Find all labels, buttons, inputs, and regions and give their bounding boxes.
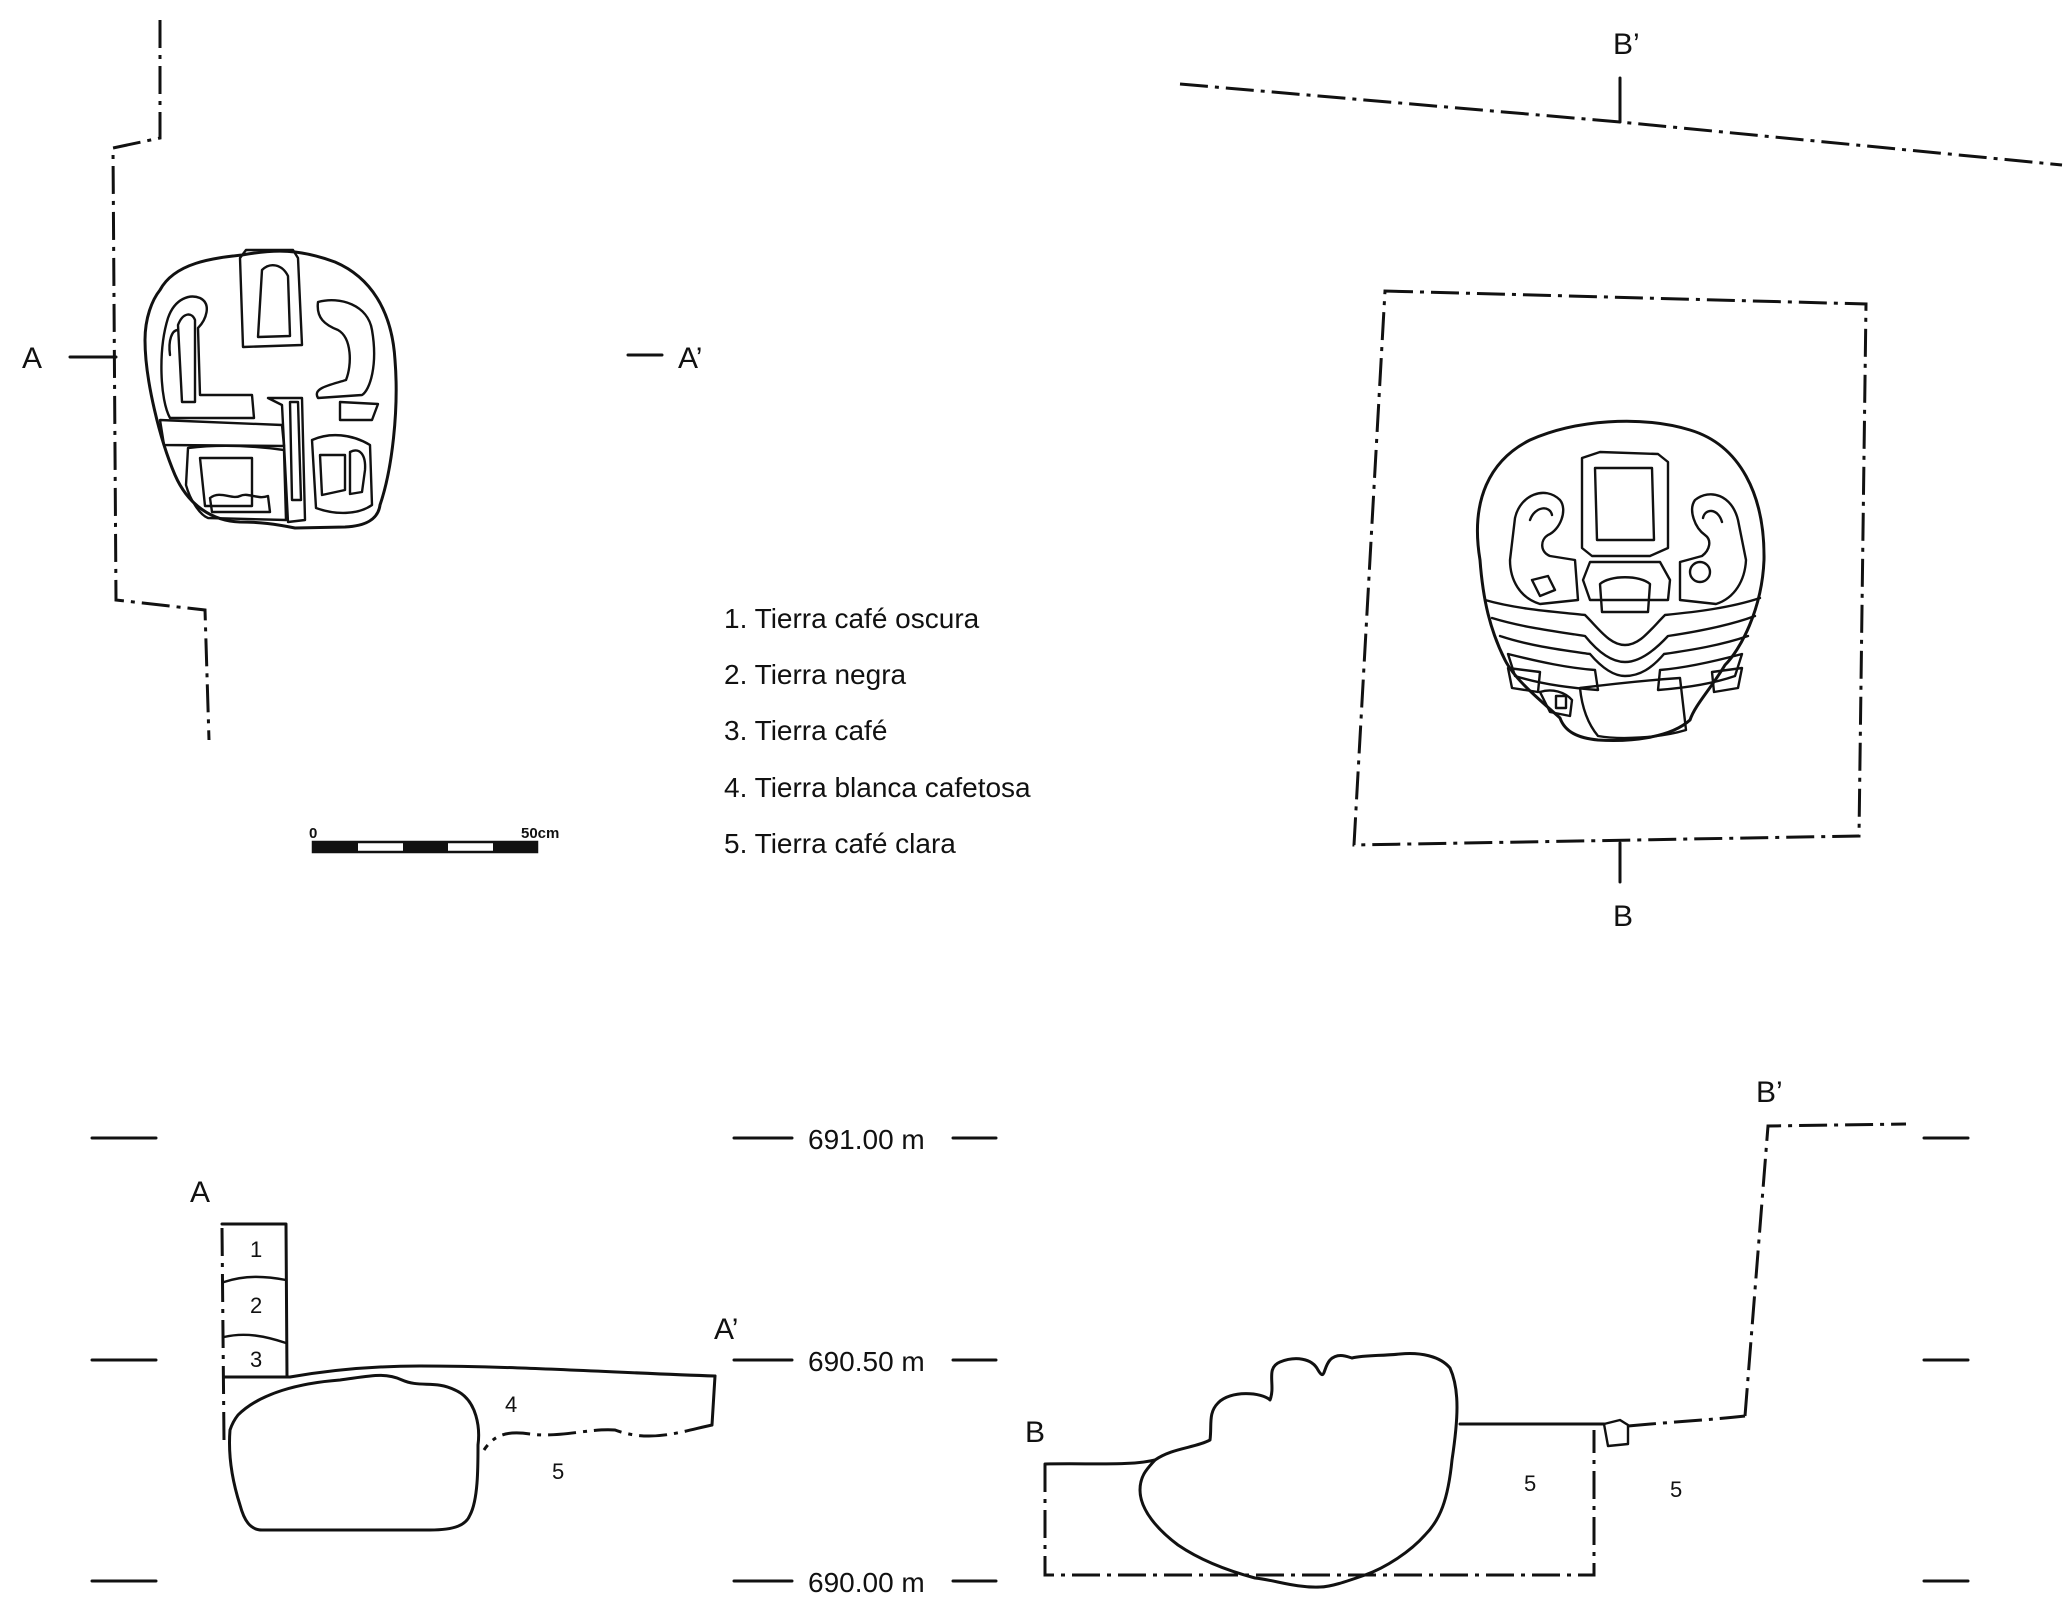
section-b-label-b: B xyxy=(1025,1416,1045,1449)
layer-number-2: 2 xyxy=(250,1293,262,1318)
section-a-layer-1-2-boundary xyxy=(222,1275,288,1284)
section-a-sculpture-profile xyxy=(228,1373,481,1532)
section-b-right-wall xyxy=(1743,1122,1907,1417)
soil-legend: 1. Tierra café oscura 2. Tierra negra 3.… xyxy=(724,603,1031,859)
scale-bar-segment-3 xyxy=(403,842,448,852)
layer-number-4: 4 xyxy=(505,1392,517,1417)
section-a-left-edge xyxy=(220,1227,226,1441)
legend-item-3: 3. Tierra café xyxy=(724,715,887,746)
section-b-surface-far-right xyxy=(1627,1414,1746,1428)
plan-b: B’ B xyxy=(1179,28,2063,933)
layer-number-5-section-a: 5 xyxy=(552,1459,564,1484)
section-b-profile: B B’ 5 5 xyxy=(1025,1076,1907,1589)
section-b-label-b-prime: B’ xyxy=(1756,1076,1783,1109)
layer-number-3: 3 xyxy=(250,1347,262,1372)
plan-b-label-b: B xyxy=(1613,900,1633,933)
section-b-surface-left xyxy=(1043,1458,1157,1466)
section-b-small-object xyxy=(1602,1418,1630,1448)
legend-item-5: 5. Tierra café clara xyxy=(724,828,956,859)
elevation-reference-lines: 691.00 m 690.50 m 690.00 m xyxy=(90,1124,1970,1598)
section-a-column-outline xyxy=(220,1222,289,1379)
sculpture-head-side-view xyxy=(143,248,398,530)
section-b-excavation-pit xyxy=(1043,1430,1596,1577)
section-a-layer-4-5-boundary xyxy=(482,1423,713,1451)
section-a-right-edge xyxy=(710,1374,717,1427)
plan-a-label-a-prime: A’ xyxy=(678,342,702,375)
layer-number-5-section-b-outer: 5 xyxy=(1670,1477,1682,1502)
plan-a: A A’ xyxy=(22,20,702,741)
section-a-layer-2-3-boundary xyxy=(222,1333,288,1345)
plan-b-excavation-unit xyxy=(1352,289,1868,847)
sculpture-head-front-view xyxy=(1475,419,1766,742)
plan-a-excavation-outline xyxy=(111,20,211,741)
scale-bar-end-label: 50cm xyxy=(521,825,559,842)
section-a-label-a: A xyxy=(190,1176,210,1209)
section-b-sculpture-profile xyxy=(1138,1352,1459,1589)
scale-bar-start-label: 0 xyxy=(309,825,317,842)
layer-number-1: 1 xyxy=(250,1237,262,1262)
section-a-profile: A A’ 1 2 3 4 5 xyxy=(190,1176,738,1532)
elevation-label-691: 691.00 m xyxy=(808,1124,925,1155)
legend-item-2: 2. Tierra negra xyxy=(724,659,907,690)
scale-bar-segment-5 xyxy=(493,842,537,852)
scale-bar-segment-1 xyxy=(313,842,358,852)
scale-bar: 0 50cm xyxy=(309,825,559,854)
legend-item-1: 1. Tierra café oscura xyxy=(724,603,980,634)
plan-b-label-b-prime: B’ xyxy=(1613,28,1640,61)
section-a-label-a-prime: A’ xyxy=(714,1313,738,1346)
legend-item-4: 4. Tierra blanca cafetosa xyxy=(724,772,1031,803)
section-a-surface-line xyxy=(222,1364,717,1379)
elevation-label-690-50: 690.50 m xyxy=(808,1346,925,1377)
elevation-label-690: 690.00 m xyxy=(808,1567,925,1598)
layer-number-5-section-b-inner: 5 xyxy=(1524,1471,1536,1496)
plan-a-label-a: A xyxy=(22,342,42,375)
